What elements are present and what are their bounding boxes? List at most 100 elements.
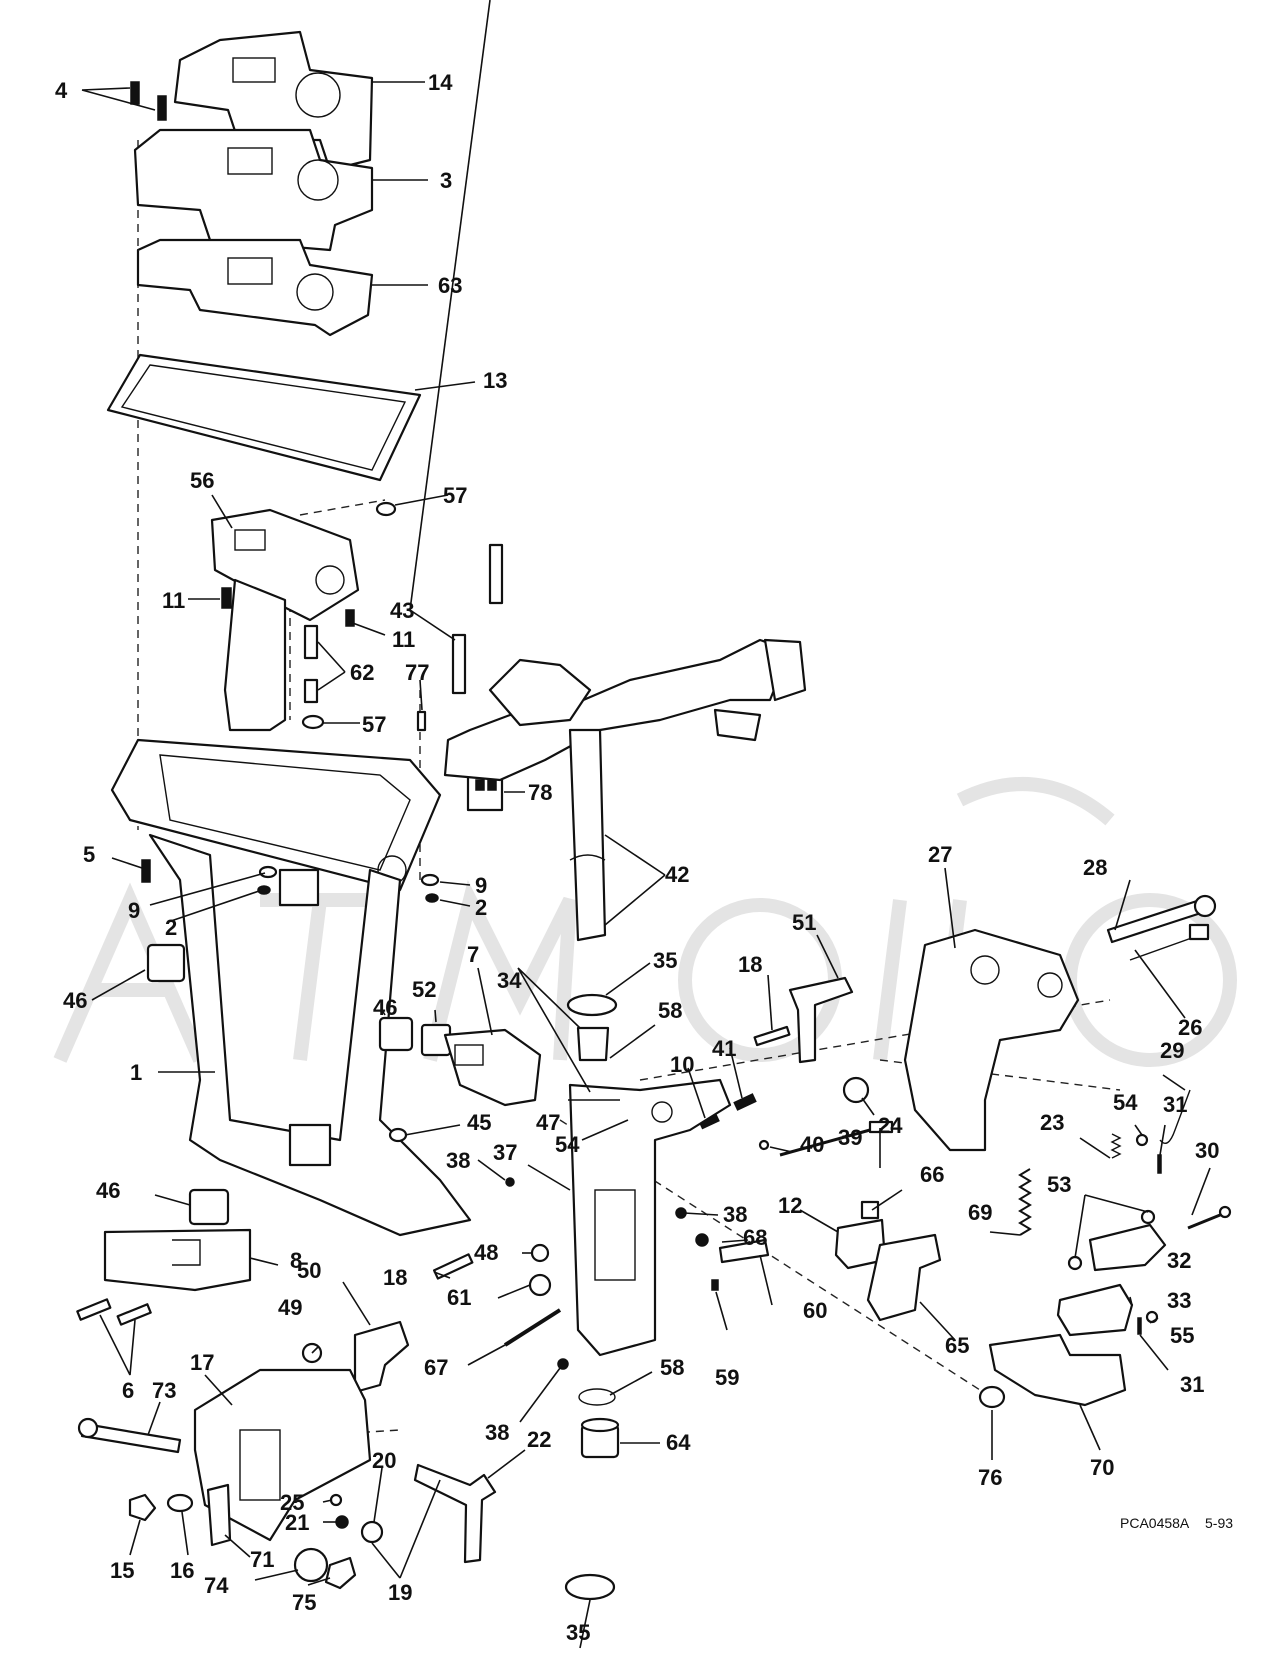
- callout-6: 6: [122, 1378, 134, 1403]
- callout-46c: 46: [96, 1178, 120, 1203]
- part-6-bolts: [76, 1298, 152, 1326]
- part-17-clamp-bracket: [193, 1368, 372, 1542]
- callout-63: 63: [438, 273, 462, 298]
- callout-40: 40: [800, 1132, 824, 1157]
- parts-48-61-67-49: [301, 1243, 562, 1364]
- parts-53-32-33-55: [1056, 1209, 1167, 1337]
- callout-23: 23: [1040, 1110, 1064, 1135]
- callout-41: 41: [712, 1036, 736, 1061]
- callout-38b: 38: [723, 1202, 747, 1227]
- callout-78: 78: [528, 780, 552, 805]
- callout-32: 32: [1167, 1248, 1191, 1273]
- callout-22: 22: [527, 1427, 551, 1452]
- callout-11b: 11: [392, 627, 415, 652]
- callout-51: 51: [792, 910, 816, 935]
- part-64-bushing: [580, 1417, 620, 1459]
- callout-13: 13: [483, 368, 507, 393]
- part-3-plate: [133, 128, 374, 252]
- callout-47: 47: [536, 1110, 560, 1135]
- callout-55: 55: [1170, 1323, 1194, 1348]
- callout-46: 46: [63, 988, 87, 1013]
- callout-37: 37: [493, 1140, 517, 1165]
- part-37-stern-bracket: [568, 1078, 732, 1357]
- callout-53: 53: [1047, 1172, 1071, 1197]
- part-11-screws: [221, 587, 355, 627]
- parts-70-76: [978, 1333, 1127, 1409]
- part-50-lever: [353, 1320, 410, 1394]
- callout-29: 29: [1160, 1038, 1184, 1063]
- callout-7: 7: [467, 942, 479, 967]
- callout-30: 30: [1195, 1138, 1219, 1163]
- callout-34: 34: [497, 968, 522, 993]
- part-51-lever: [788, 976, 854, 1064]
- callout-73: 73: [152, 1378, 176, 1403]
- part-63-gasket: [136, 238, 374, 337]
- callout-61: 61: [447, 1285, 471, 1310]
- callout-54: 54: [555, 1132, 580, 1157]
- part-43-blocks: [451, 543, 504, 695]
- callout-35b: 35: [566, 1620, 590, 1645]
- parts-23-31: [1110, 1133, 1162, 1335]
- parts-71-74-75: [206, 1483, 357, 1590]
- parts-66-12-65: [834, 1200, 942, 1322]
- callout-64: 64: [666, 1430, 691, 1455]
- callout-28: 28: [1083, 855, 1107, 880]
- callout-58b: 58: [660, 1355, 684, 1380]
- callout-17: 17: [190, 1350, 214, 1375]
- part-4-screws: [130, 81, 167, 121]
- callout-38c: 38: [485, 1420, 509, 1445]
- callout-70: 70: [1090, 1455, 1114, 1480]
- callout-62: 62: [350, 660, 374, 685]
- callout-57: 57: [443, 483, 467, 508]
- part-56-exhaust-housing: [210, 508, 360, 732]
- callout-58: 58: [658, 998, 682, 1023]
- part-69-spring: [1018, 1168, 1032, 1236]
- callout-26: 26: [1178, 1015, 1202, 1040]
- part-30-pin: [1187, 1205, 1232, 1230]
- callout-1: 1: [130, 1060, 142, 1085]
- callout-31b: 31: [1180, 1372, 1204, 1397]
- callout-31: 31: [1163, 1092, 1187, 1117]
- part-46-mounts: [146, 943, 414, 1226]
- callout-12: 12: [778, 1193, 802, 1218]
- callout-16: 16: [170, 1558, 194, 1583]
- callout-77: 77: [405, 660, 429, 685]
- callout-39: 39: [838, 1125, 862, 1150]
- callouts: 4 14 3 63 13 56 57 11 43 11 62 77 57 78 …: [55, 70, 1219, 1645]
- part-45-nut: [388, 1127, 408, 1143]
- callout-35: 35: [653, 948, 677, 973]
- callout-8: 8: [290, 1248, 302, 1273]
- parts-73-15-16: [77, 1417, 194, 1522]
- callout-18b: 18: [383, 1265, 407, 1290]
- callout-33: 33: [1167, 1288, 1191, 1313]
- callout-20: 20: [372, 1448, 396, 1473]
- callout-68: 68: [743, 1225, 767, 1250]
- part-22-screw-handle: [413, 1463, 497, 1564]
- callout-52: 52: [412, 977, 436, 1002]
- callout-54b: 54: [1113, 1090, 1138, 1115]
- callout-38: 38: [446, 1148, 470, 1173]
- callout-2b: 2: [475, 895, 487, 920]
- part-7-bracket: [443, 1028, 542, 1107]
- parts-28-26: [1106, 894, 1217, 961]
- callout-18: 18: [738, 952, 762, 977]
- callout-46b: 46: [373, 995, 397, 1020]
- callout-76: 76: [978, 1465, 1002, 1490]
- figure-code: PCA0458A: [1120, 1515, 1190, 1531]
- callout-43: 43: [390, 598, 414, 623]
- callout-25: 25: [280, 1490, 304, 1515]
- part-77-pin: [416, 710, 427, 732]
- parts-40-39: [758, 1120, 894, 1157]
- callout-10: 10: [670, 1052, 694, 1077]
- callout-69: 69: [968, 1200, 992, 1225]
- callout-56: 56: [190, 468, 214, 493]
- part-18-bolts: [432, 1025, 791, 1280]
- callout-48: 48: [474, 1240, 498, 1265]
- callout-24: 24: [878, 1113, 903, 1138]
- callout-19: 19: [388, 1580, 412, 1605]
- callout-50: 50: [297, 1258, 321, 1283]
- part-27-swivel-bracket: [903, 928, 1080, 1152]
- callout-9: 9: [128, 898, 140, 923]
- callout-4: 4: [55, 78, 68, 103]
